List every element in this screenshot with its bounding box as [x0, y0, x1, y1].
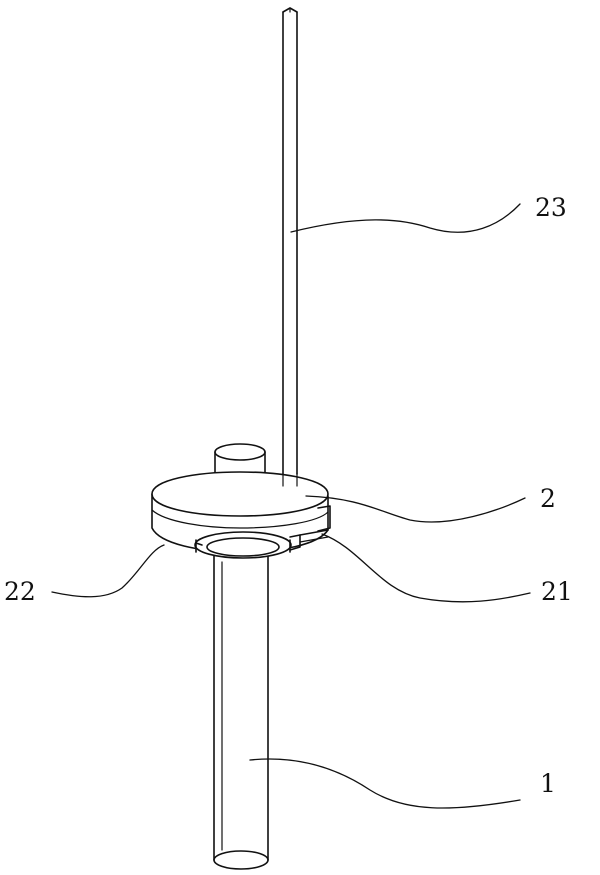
housing-2	[151, 471, 331, 553]
label-22: 22	[4, 577, 36, 606]
leader-2	[305, 495, 526, 523]
label-2: 2	[540, 484, 556, 513]
ring-21-22	[194, 529, 329, 559]
pipe-1	[213, 547, 269, 870]
leader-23	[290, 203, 521, 233]
leader-1	[249, 758, 521, 809]
label-23: 23	[535, 193, 567, 222]
leader-22	[51, 544, 165, 598]
label-1: 1	[540, 769, 556, 798]
leader-21	[321, 533, 531, 603]
label-21: 21	[541, 577, 573, 606]
rod-23	[282, 7, 298, 478]
